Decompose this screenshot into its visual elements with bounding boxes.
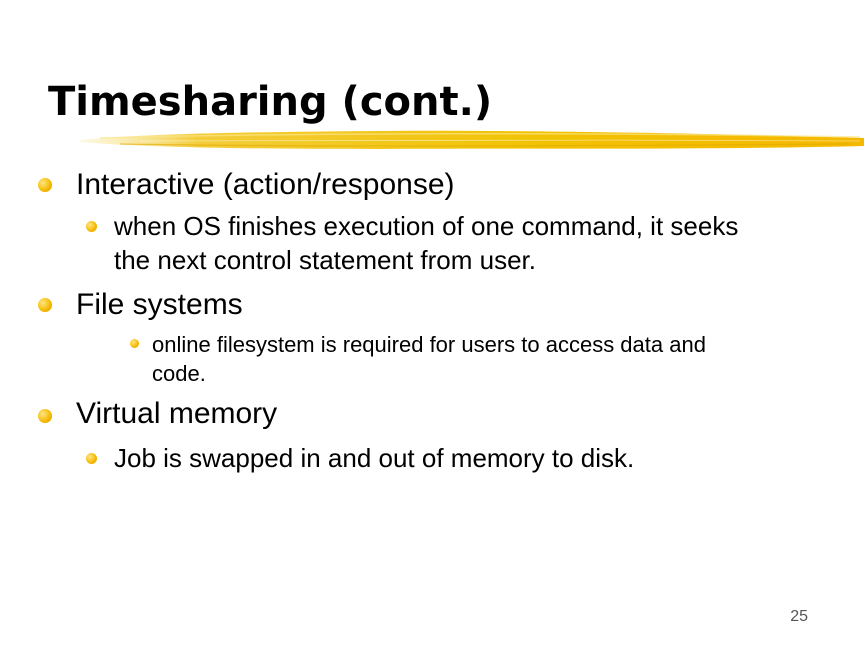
sub-bullet-text: Job is swapped in and out of memory to d…: [114, 443, 635, 473]
slide-title: Timesharing (cont.): [48, 79, 493, 125]
sub-bullet-dot-icon: [86, 453, 97, 464]
sub-bullet-text: online filesystem is required for users …: [152, 332, 706, 357]
bullet-dot-icon: [38, 409, 52, 423]
bullet-dot-icon: [38, 178, 52, 192]
bullet-text: File systems: [76, 288, 243, 321]
bullet-dot-icon: [38, 298, 52, 312]
sub-bullet-text: when OS finishes execution of one comman…: [114, 211, 739, 241]
page-number: 25: [790, 608, 808, 625]
sub-bullet-text-continued: code.: [152, 361, 206, 386]
bullet-text: Virtual memory: [76, 397, 278, 430]
sub-bullet-dot-icon: [86, 221, 97, 232]
bullet-text: Interactive (action/response): [76, 168, 455, 201]
yellow-brush-stroke-icon: [80, 130, 864, 149]
sub-bullet-dot-icon: [130, 339, 139, 348]
sub-bullet-text-continued: the next control statement from user.: [114, 245, 536, 275]
